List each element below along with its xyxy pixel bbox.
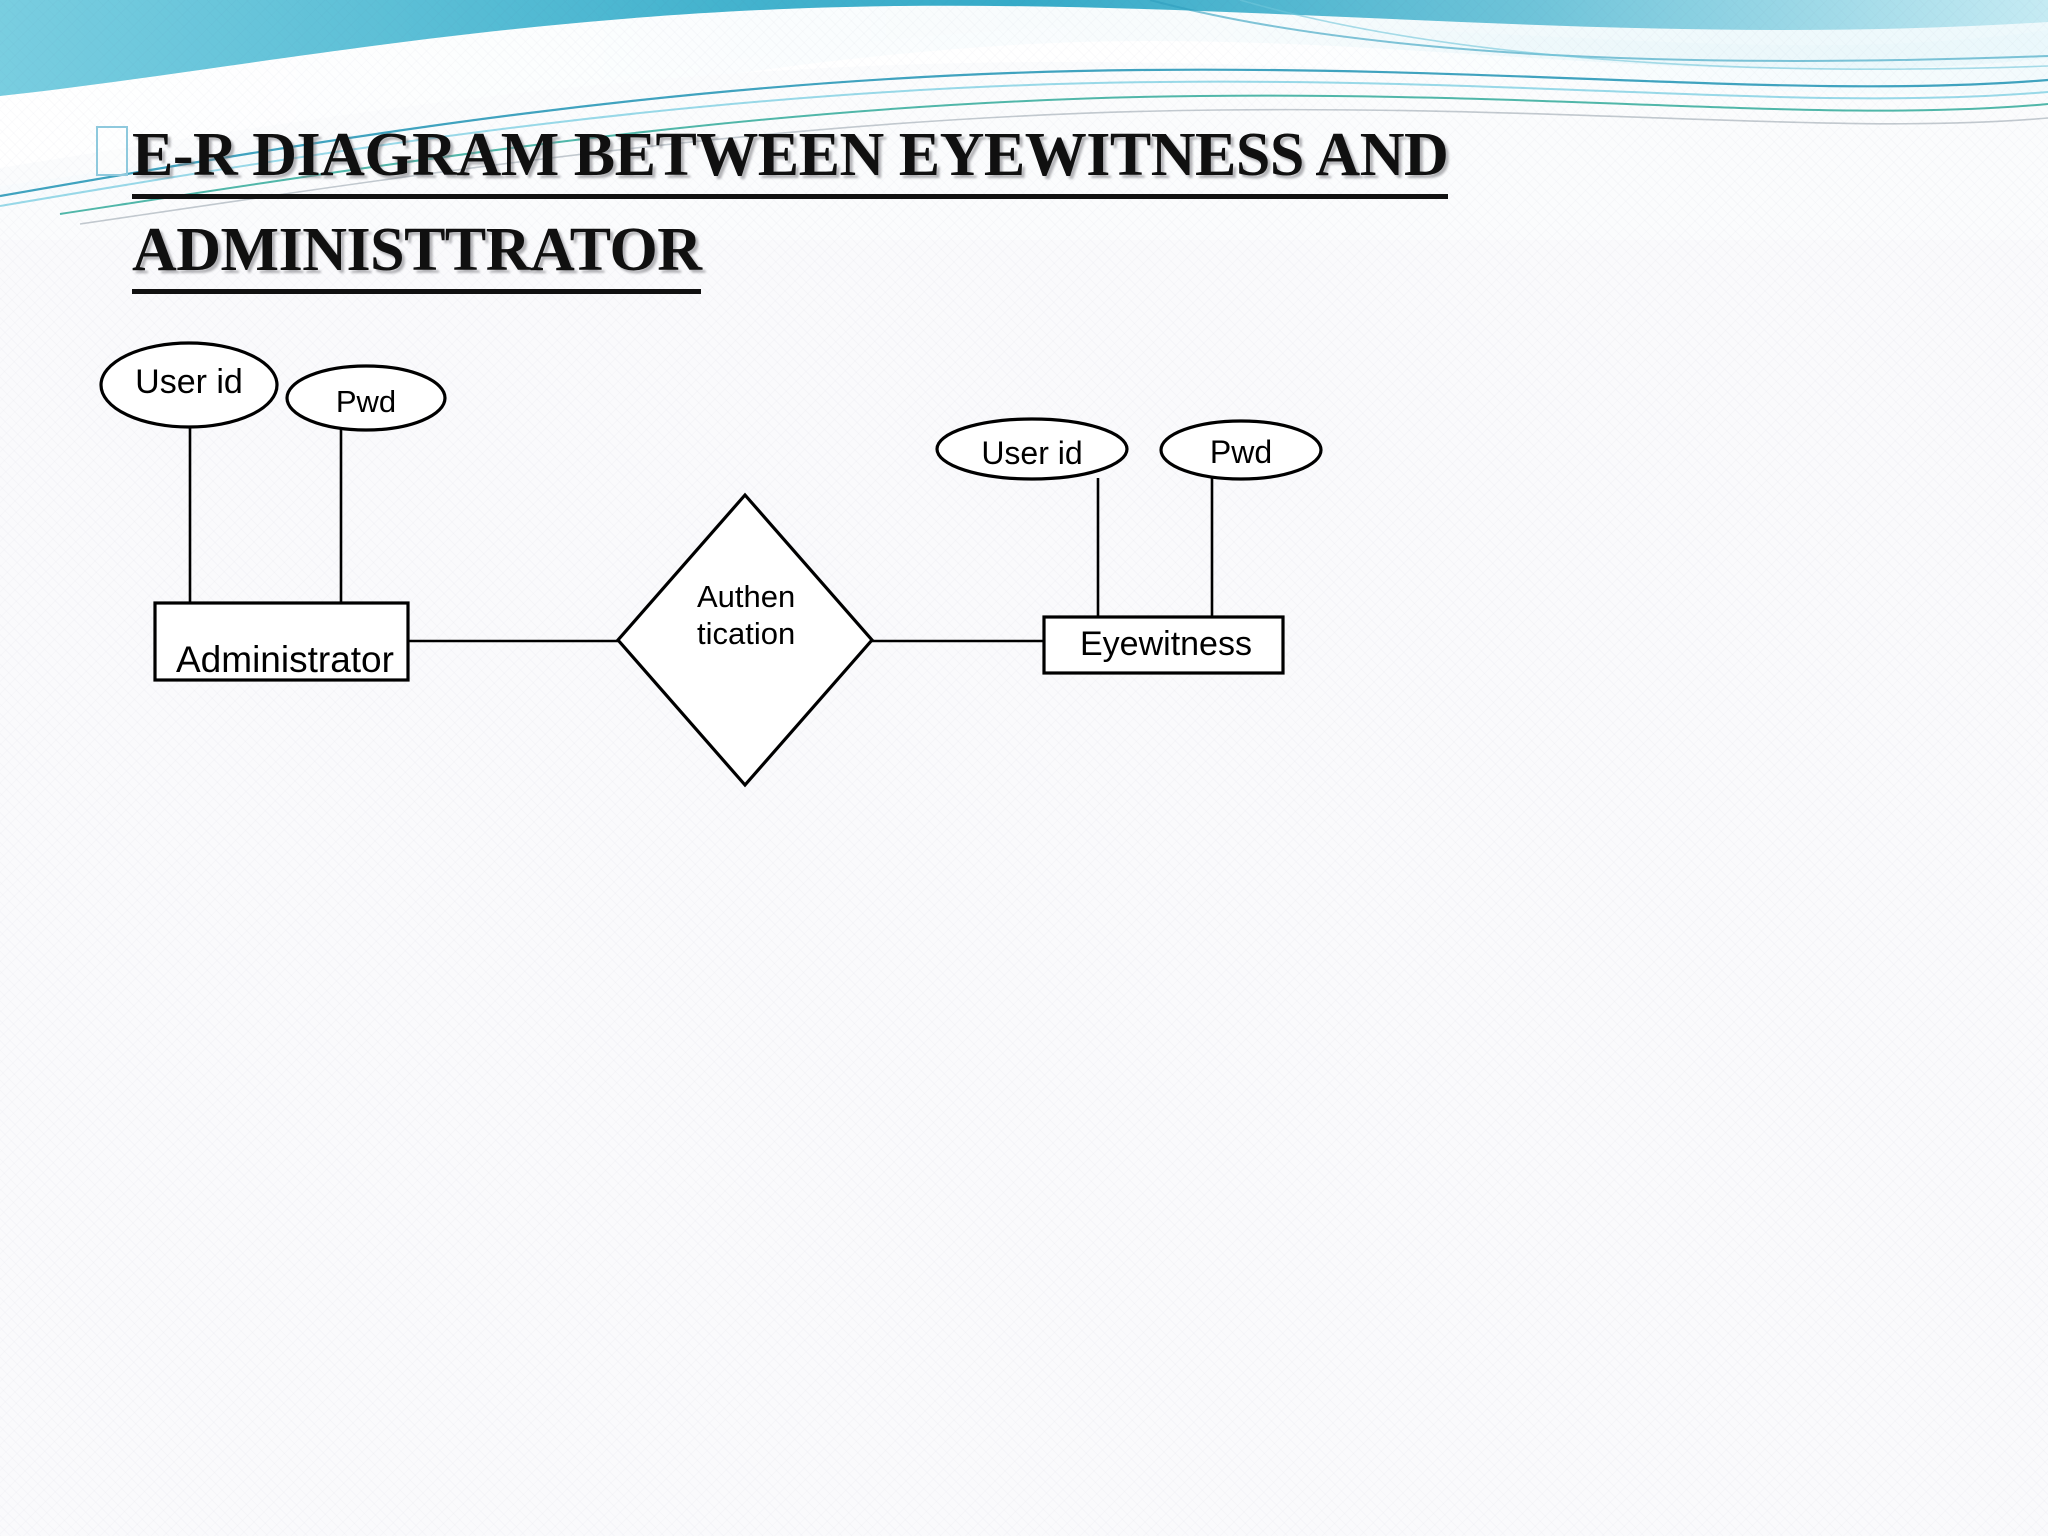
relationship-diamond-authentication [615, 492, 875, 788]
bullet-box-icon [96, 126, 128, 176]
entity-box-eyewitness [1042, 615, 1285, 675]
title-line-2: ADMINISTTRATOR [132, 213, 702, 294]
entity-box-administrator [153, 601, 410, 682]
attribute-ellipse-eyewitness-userid [935, 417, 1129, 481]
attribute-ellipse-eyewitness-pwd [1159, 419, 1323, 481]
attribute-ellipse-admin-userid [99, 341, 279, 429]
attribute-ellipse-admin-pwd [285, 364, 447, 432]
title-line-1: E-R DIAGRAM BETWEEN EYEWITNESS AND [132, 118, 1449, 199]
page-title: E-R DIAGRAM BETWEEN EYEWITNESS AND ADMIN… [96, 118, 1892, 294]
header-swoosh-decoration [0, 0, 2048, 240]
